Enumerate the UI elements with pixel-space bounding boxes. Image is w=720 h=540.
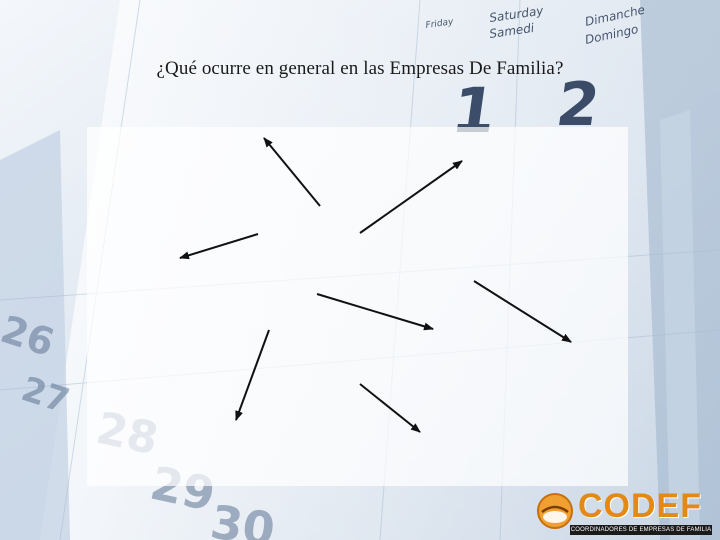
arrow-left	[179, 233, 259, 260]
svg-text:Samedi: Samedi	[488, 21, 535, 41]
slide-title: ¿Qué ocurre en general en las Empresas D…	[156, 58, 564, 79]
svg-text:30: 30	[207, 495, 278, 540]
arrow-up-right	[359, 160, 463, 234]
codef-emblem-icon	[537, 493, 573, 529]
logo-tagline: COORDINADORES DE EMPRESAS DE FAMILIA	[570, 525, 712, 535]
logo-wordmark: CODEF	[578, 487, 702, 525]
arrow-down-left	[235, 329, 270, 421]
codef-logo: CODEF COORDINADORES DE EMPRESAS DE FAMIL…	[536, 488, 712, 536]
svg-text:Friday: Friday	[425, 17, 455, 31]
arrow-up-left	[263, 137, 321, 207]
arrow-down-right-lower	[359, 383, 421, 433]
arrow-down-right	[473, 280, 572, 343]
arrow-right	[316, 293, 434, 331]
